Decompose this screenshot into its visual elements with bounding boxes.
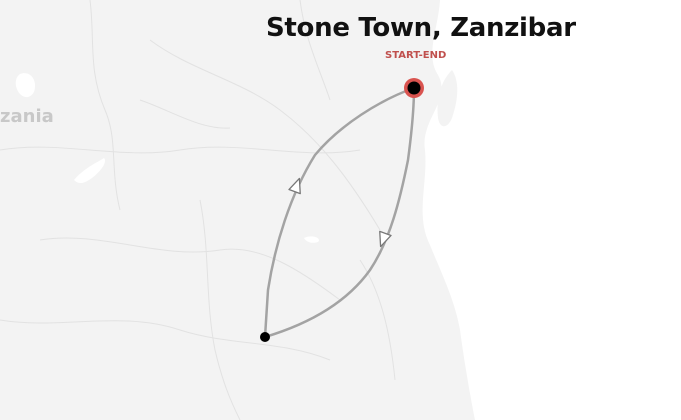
start-end-marker-dot: [407, 81, 421, 95]
lake-shape: [304, 236, 319, 243]
map-title: Stone Town, Zanzibar: [266, 13, 576, 43]
ocean-area: [422, 0, 681, 420]
direction-arrow-icon: [379, 230, 392, 248]
boundary-lines: [0, 0, 396, 420]
lake-shape: [74, 158, 106, 184]
region-label: zania: [0, 106, 54, 127]
start-end-label: START-END: [385, 50, 447, 61]
island-shape: [437, 70, 458, 127]
direction-arrow-icon: [288, 177, 301, 195]
waypoint-marker[interactable]: [260, 332, 270, 342]
lake-shape: [15, 73, 36, 98]
route-lines: [263, 86, 416, 339]
route-outbound: [263, 86, 416, 339]
